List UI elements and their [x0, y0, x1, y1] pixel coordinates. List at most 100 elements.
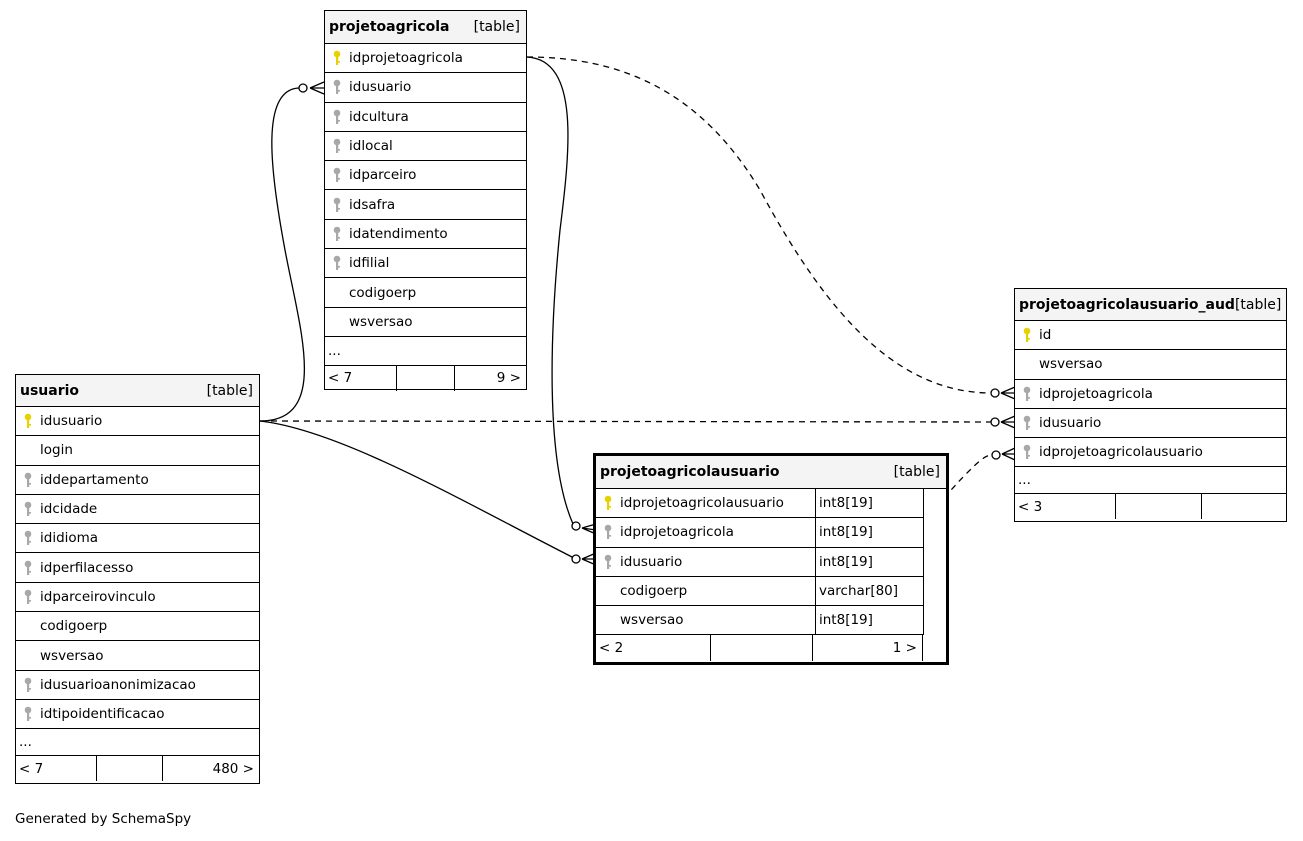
footer-middle: [96, 756, 162, 782]
column-row[interactable]: idfilial: [325, 249, 526, 279]
foreign-key-icon: [325, 255, 349, 271]
column-name: wsversao: [349, 313, 413, 330]
column-row[interactable]: codigoerp varchar[80]: [596, 576, 923, 607]
table-type: [table]: [206, 382, 253, 399]
column-row[interactable]: idusuario: [325, 73, 526, 103]
column-row[interactable]: codigoerp: [325, 278, 526, 308]
table-projetoagricolausuario[interactable]: projetoagricolausuario [table] idprojeto…: [593, 453, 949, 665]
foreign-key-icon: [325, 226, 349, 242]
children-count[interactable]: 1 >: [812, 635, 922, 662]
column-row[interactable]: wsversao: [325, 308, 526, 337]
table-type: [table]: [1234, 296, 1282, 313]
column-row[interactable]: idtipoidentificacao: [16, 700, 259, 730]
column-row[interactable]: idcidade: [16, 495, 259, 525]
column-type: int8[19]: [815, 606, 923, 635]
column-name: idcidade: [40, 501, 98, 518]
table-footer: < 2 1 >: [596, 635, 923, 662]
column-row[interactable]: iddepartamento: [16, 466, 259, 495]
table-projetoagricola[interactable]: projetoagricola [table] idprojetoagricol…: [324, 10, 527, 391]
footer-middle: [1115, 494, 1201, 520]
column-name: codigoerp: [620, 583, 688, 600]
column-row[interactable]: idsafra: [325, 190, 526, 220]
children-count[interactable]: 9 >: [454, 365, 526, 391]
foreign-key-icon: [596, 524, 620, 540]
table-header: projetoagricolausuario [table]: [596, 456, 946, 489]
column-row[interactable]: wsversao: [1015, 350, 1286, 380]
column-name: codigoerp: [349, 284, 417, 301]
parents-count[interactable]: < 7: [328, 370, 353, 387]
primary-key-icon: [1015, 327, 1039, 343]
children-count[interactable]: 480 >: [162, 756, 259, 782]
column-row[interactable]: idperfilacesso: [16, 553, 259, 583]
foreign-key-icon: [325, 197, 349, 213]
column-name: id: [1039, 327, 1052, 344]
column-name: idusuario: [1039, 415, 1102, 432]
primary-key-icon: [325, 50, 349, 66]
column-row[interactable]: idusuario: [1015, 409, 1286, 439]
foreign-key-icon: [1015, 386, 1039, 402]
table-header: usuario [table]: [16, 375, 259, 407]
column-name: idprojetoagricolausuario: [620, 495, 784, 512]
foreign-key-icon: [1015, 415, 1039, 431]
foreign-key-icon: [16, 560, 40, 576]
column-row[interactable]: idprojetoagricola: [325, 44, 526, 74]
column-row[interactable]: codigoerp: [16, 612, 259, 642]
foreign-key-icon: [16, 706, 40, 722]
column-row[interactable]: idusuarioanonimizacao: [16, 671, 259, 700]
parents-count[interactable]: < 3: [1018, 498, 1043, 515]
children-count[interactable]: [1201, 494, 1286, 520]
crowfoot-aud-idprojetoagricolausuario: [991, 447, 1016, 461]
column-row[interactable]: ididioma: [16, 524, 259, 554]
crowfoot-aud-idprojetoagricola: [990, 386, 1016, 400]
column-name: login: [40, 442, 73, 459]
column-name: idfilial: [349, 255, 390, 272]
column-row[interactable]: idatendimento: [325, 220, 526, 250]
column-name: wsversao: [40, 647, 104, 664]
column-list: idusuario login iddepartamento idcidade idid…: [16, 407, 259, 730]
column-name: ididioma: [40, 530, 99, 547]
column-name: codigoerp: [40, 618, 108, 635]
edge-usuario-projetoagricola: [259, 87, 306, 422]
column-name: idusuario: [40, 413, 103, 430]
table-usuario[interactable]: usuario [table] idusuario login iddepartam…: [15, 374, 260, 784]
more-columns-ellipsis: ...: [16, 729, 259, 757]
column-list: id wsversao idprojetoagricola idusuario idpr…: [1015, 321, 1286, 468]
column-name: wsversao: [1039, 356, 1103, 373]
column-row[interactable]: wsversao: [16, 641, 259, 671]
column-row[interactable]: idusuario: [16, 407, 259, 437]
foreign-key-icon: [1015, 444, 1039, 460]
column-row[interactable]: idcultura: [325, 103, 526, 132]
foreign-key-icon: [16, 501, 40, 517]
foreign-key-icon: [16, 677, 40, 693]
column-row[interactable]: idparceiro: [325, 161, 526, 191]
column-name: idcultura: [349, 108, 409, 125]
edge-projetoagricola-projetoagricolausuario: [526, 56, 574, 525]
column-row[interactable]: idprojetoagricola: [1015, 380, 1286, 409]
column-row[interactable]: idparceirovinculo: [16, 583, 259, 613]
column-list: idprojetoagricola idusuario idcultura idloc…: [325, 44, 526, 337]
column-name: idparceiro: [349, 167, 417, 184]
primary-key-icon: [16, 413, 40, 429]
table-footer: < 7 480 >: [16, 756, 259, 782]
parents-count[interactable]: < 2: [599, 640, 624, 657]
foreign-key-icon: [16, 530, 40, 546]
parents-count[interactable]: < 7: [19, 760, 44, 777]
table-type: [table]: [893, 464, 940, 480]
column-name: idprojetoagricola: [1039, 385, 1153, 402]
column-row[interactable]: login: [16, 436, 259, 466]
column-name: idperfilacesso: [40, 559, 134, 576]
footer-middle: [396, 365, 454, 391]
table-name: projetoagricola: [329, 19, 450, 35]
column-row[interactable]: idlocal: [325, 132, 526, 162]
column-row[interactable]: idprojetoagricolausuario: [1015, 438, 1286, 468]
column-row[interactable]: id: [1015, 321, 1286, 351]
column-name: idusuario: [620, 553, 683, 570]
column-name: idusuario: [349, 79, 412, 96]
column-type: varchar[80]: [815, 576, 923, 606]
